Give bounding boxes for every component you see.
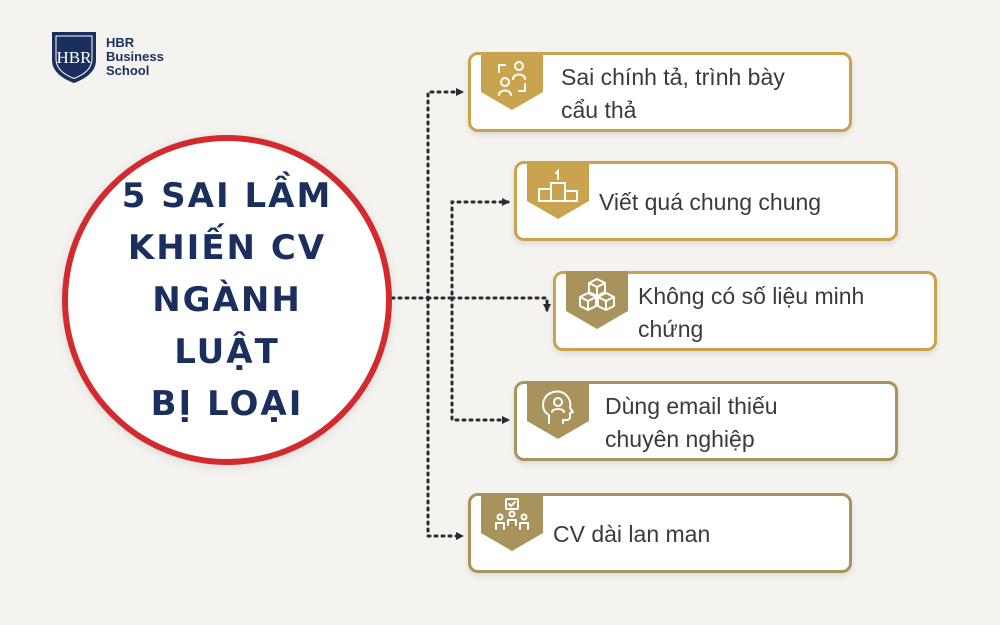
mistake-1-line-2: cẩu thả bbox=[561, 97, 637, 123]
title-line-4: BỊ LOẠI bbox=[150, 384, 304, 424]
connector-5 bbox=[426, 296, 464, 540]
mistake-card-4: Dùng email thiếu chuyên nghiệp bbox=[514, 381, 898, 461]
title-line-1: 5 SAI LẦM bbox=[121, 176, 333, 216]
title-line-2: KHIẾN CV bbox=[127, 228, 327, 268]
central-title-circle: 5 SAI LẦM KHIẾN CV NGÀNH LUẬT BỊ LOẠI bbox=[62, 135, 392, 465]
mistake-5-line-1: CV dài lan man bbox=[553, 521, 711, 547]
logo-line-3: School bbox=[106, 63, 150, 78]
logo-line-1: HBR bbox=[106, 35, 135, 50]
connector-1 bbox=[390, 88, 464, 300]
badge-4 bbox=[527, 381, 589, 439]
mistake-2-line-1: Viết quá chung chung bbox=[599, 189, 822, 215]
mistake-label-2: Viết quá chung chung bbox=[599, 186, 821, 219]
cubes-icon bbox=[566, 271, 628, 329]
mistake-3-line-2: chứng bbox=[638, 316, 704, 342]
badge-2 bbox=[527, 161, 589, 219]
podium-icon bbox=[527, 161, 589, 219]
mistake-card-3: Không có số liệu minh chứng bbox=[553, 271, 937, 351]
logo-monogram: HBR bbox=[57, 48, 93, 67]
team-check-icon bbox=[481, 493, 543, 551]
badge-1 bbox=[481, 52, 543, 110]
mistake-label-4: Dùng email thiếu chuyên nghiệp bbox=[605, 390, 778, 456]
logo-line-2: Business bbox=[106, 49, 164, 64]
mistake-label-1: Sai chính tả, trình bày cẩu thả bbox=[561, 61, 785, 127]
badge-5 bbox=[481, 493, 543, 551]
mistake-4-line-2: chuyên nghiệp bbox=[605, 426, 755, 452]
mistake-1-line-1: Sai chính tả, trình bày bbox=[561, 64, 785, 90]
connector-4 bbox=[450, 296, 510, 424]
connector-3 bbox=[450, 296, 551, 312]
mistake-3-line-1: Không có số liệu minh bbox=[638, 283, 865, 309]
logo-text: HBR Business School bbox=[106, 36, 164, 78]
mistake-4-line-1: Dùng email thiếu bbox=[605, 393, 778, 419]
mistake-card-5: CV dài lan man bbox=[468, 493, 852, 573]
mistake-label-3: Không có số liệu minh chứng bbox=[638, 280, 864, 346]
mistake-label-5: CV dài lan man bbox=[553, 518, 710, 551]
title-line-3: NGÀNH LUẬT bbox=[152, 280, 302, 372]
connector-2 bbox=[426, 198, 510, 300]
hbr-logo: HBR HBR Business School bbox=[50, 30, 164, 84]
people-exchange-icon bbox=[481, 52, 543, 110]
shield-logo-icon: HBR bbox=[52, 32, 96, 83]
mistake-card-1: Sai chính tả, trình bày cẩu thả bbox=[468, 52, 852, 132]
head-profile-icon bbox=[527, 381, 589, 439]
mistake-card-2: Viết quá chung chung bbox=[514, 161, 898, 241]
badge-3 bbox=[566, 271, 628, 329]
main-title: 5 SAI LẦM KHIẾN CV NGÀNH LUẬT BỊ LOẠI bbox=[107, 170, 347, 430]
